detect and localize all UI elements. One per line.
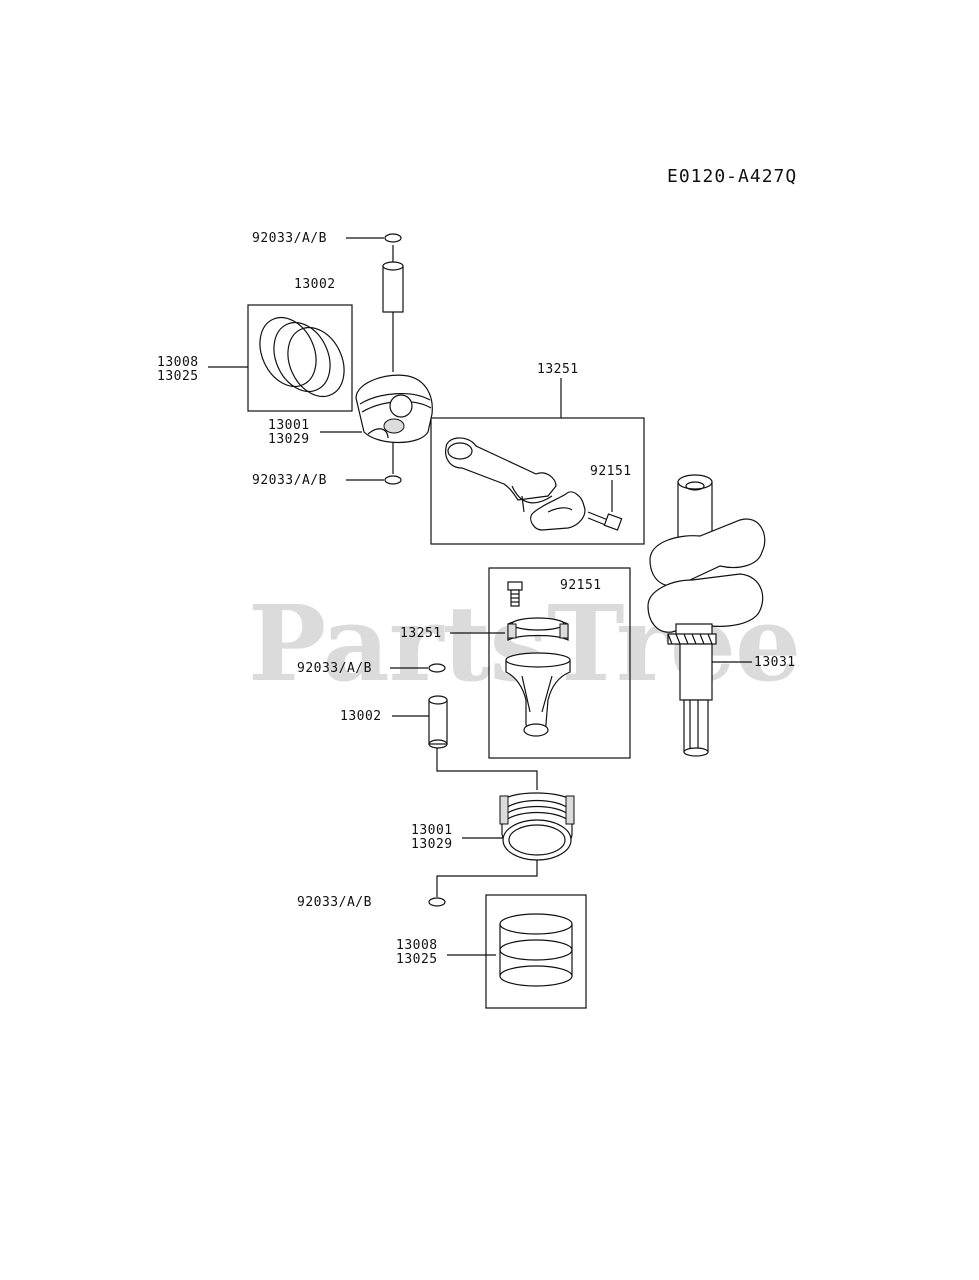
label-rings-bottom-a[interactable]: 13008: [396, 938, 438, 953]
label-snap-ring-top2[interactable]: 92033/A/B: [252, 473, 327, 488]
label-connecting-rod-bottom[interactable]: 13251: [400, 626, 442, 641]
label-connecting-rod-top[interactable]: 13251: [537, 362, 579, 377]
rings-box-top: [247, 304, 353, 412]
label-bolt-bottom[interactable]: 92151: [560, 578, 602, 593]
piston-rings-top: [259, 316, 345, 398]
snap-ring-top: [384, 233, 402, 243]
label-rings-top-b[interactable]: 13025: [157, 369, 199, 384]
rings-box-bottom: [485, 894, 587, 1009]
label-piston-bottom-b[interactable]: 13029: [411, 837, 453, 852]
label-snap-ring-bottom[interactable]: 92033/A/B: [297, 895, 372, 910]
label-snap-ring-top[interactable]: 92033/A/B: [252, 231, 327, 246]
piston-bottom: [499, 792, 575, 861]
piston-pin-top: [382, 261, 404, 313]
snap-ring-mid: [428, 663, 446, 673]
rod-cap-bottom: [507, 617, 569, 641]
piston-top: [355, 374, 433, 443]
connecting-rod-top: [445, 437, 586, 531]
bolt-bottom: [507, 581, 523, 607]
label-piston-pin-bottom[interactable]: 13002: [340, 709, 382, 724]
label-snap-ring-mid[interactable]: 92033/A/B: [297, 661, 372, 676]
label-crankshaft[interactable]: 13031: [754, 655, 796, 670]
piston-rings-bottom: [499, 913, 573, 987]
label-piston-top-a[interactable]: 13001: [268, 418, 310, 433]
snap-ring-top2: [384, 475, 402, 485]
rod-box-bottom: [488, 567, 631, 759]
label-piston-top-b[interactable]: 13029: [268, 432, 310, 447]
rod-box-top: [430, 417, 645, 545]
label-rings-top-a[interactable]: 13008: [157, 355, 199, 370]
snap-ring-bottom: [428, 897, 446, 907]
label-piston-pin-top[interactable]: 13002: [294, 277, 336, 292]
diagram-code: E0120-A427Q: [667, 166, 798, 187]
bolt-top: [587, 511, 623, 531]
crankshaft: [647, 474, 766, 757]
piston-pin-bottom: [428, 695, 448, 749]
label-bolt-top[interactable]: 92151: [590, 464, 632, 479]
connecting-rod-bottom: [505, 652, 571, 737]
label-rings-bottom-b[interactable]: 13025: [396, 952, 438, 967]
label-piston-bottom-a[interactable]: 13001: [411, 823, 453, 838]
